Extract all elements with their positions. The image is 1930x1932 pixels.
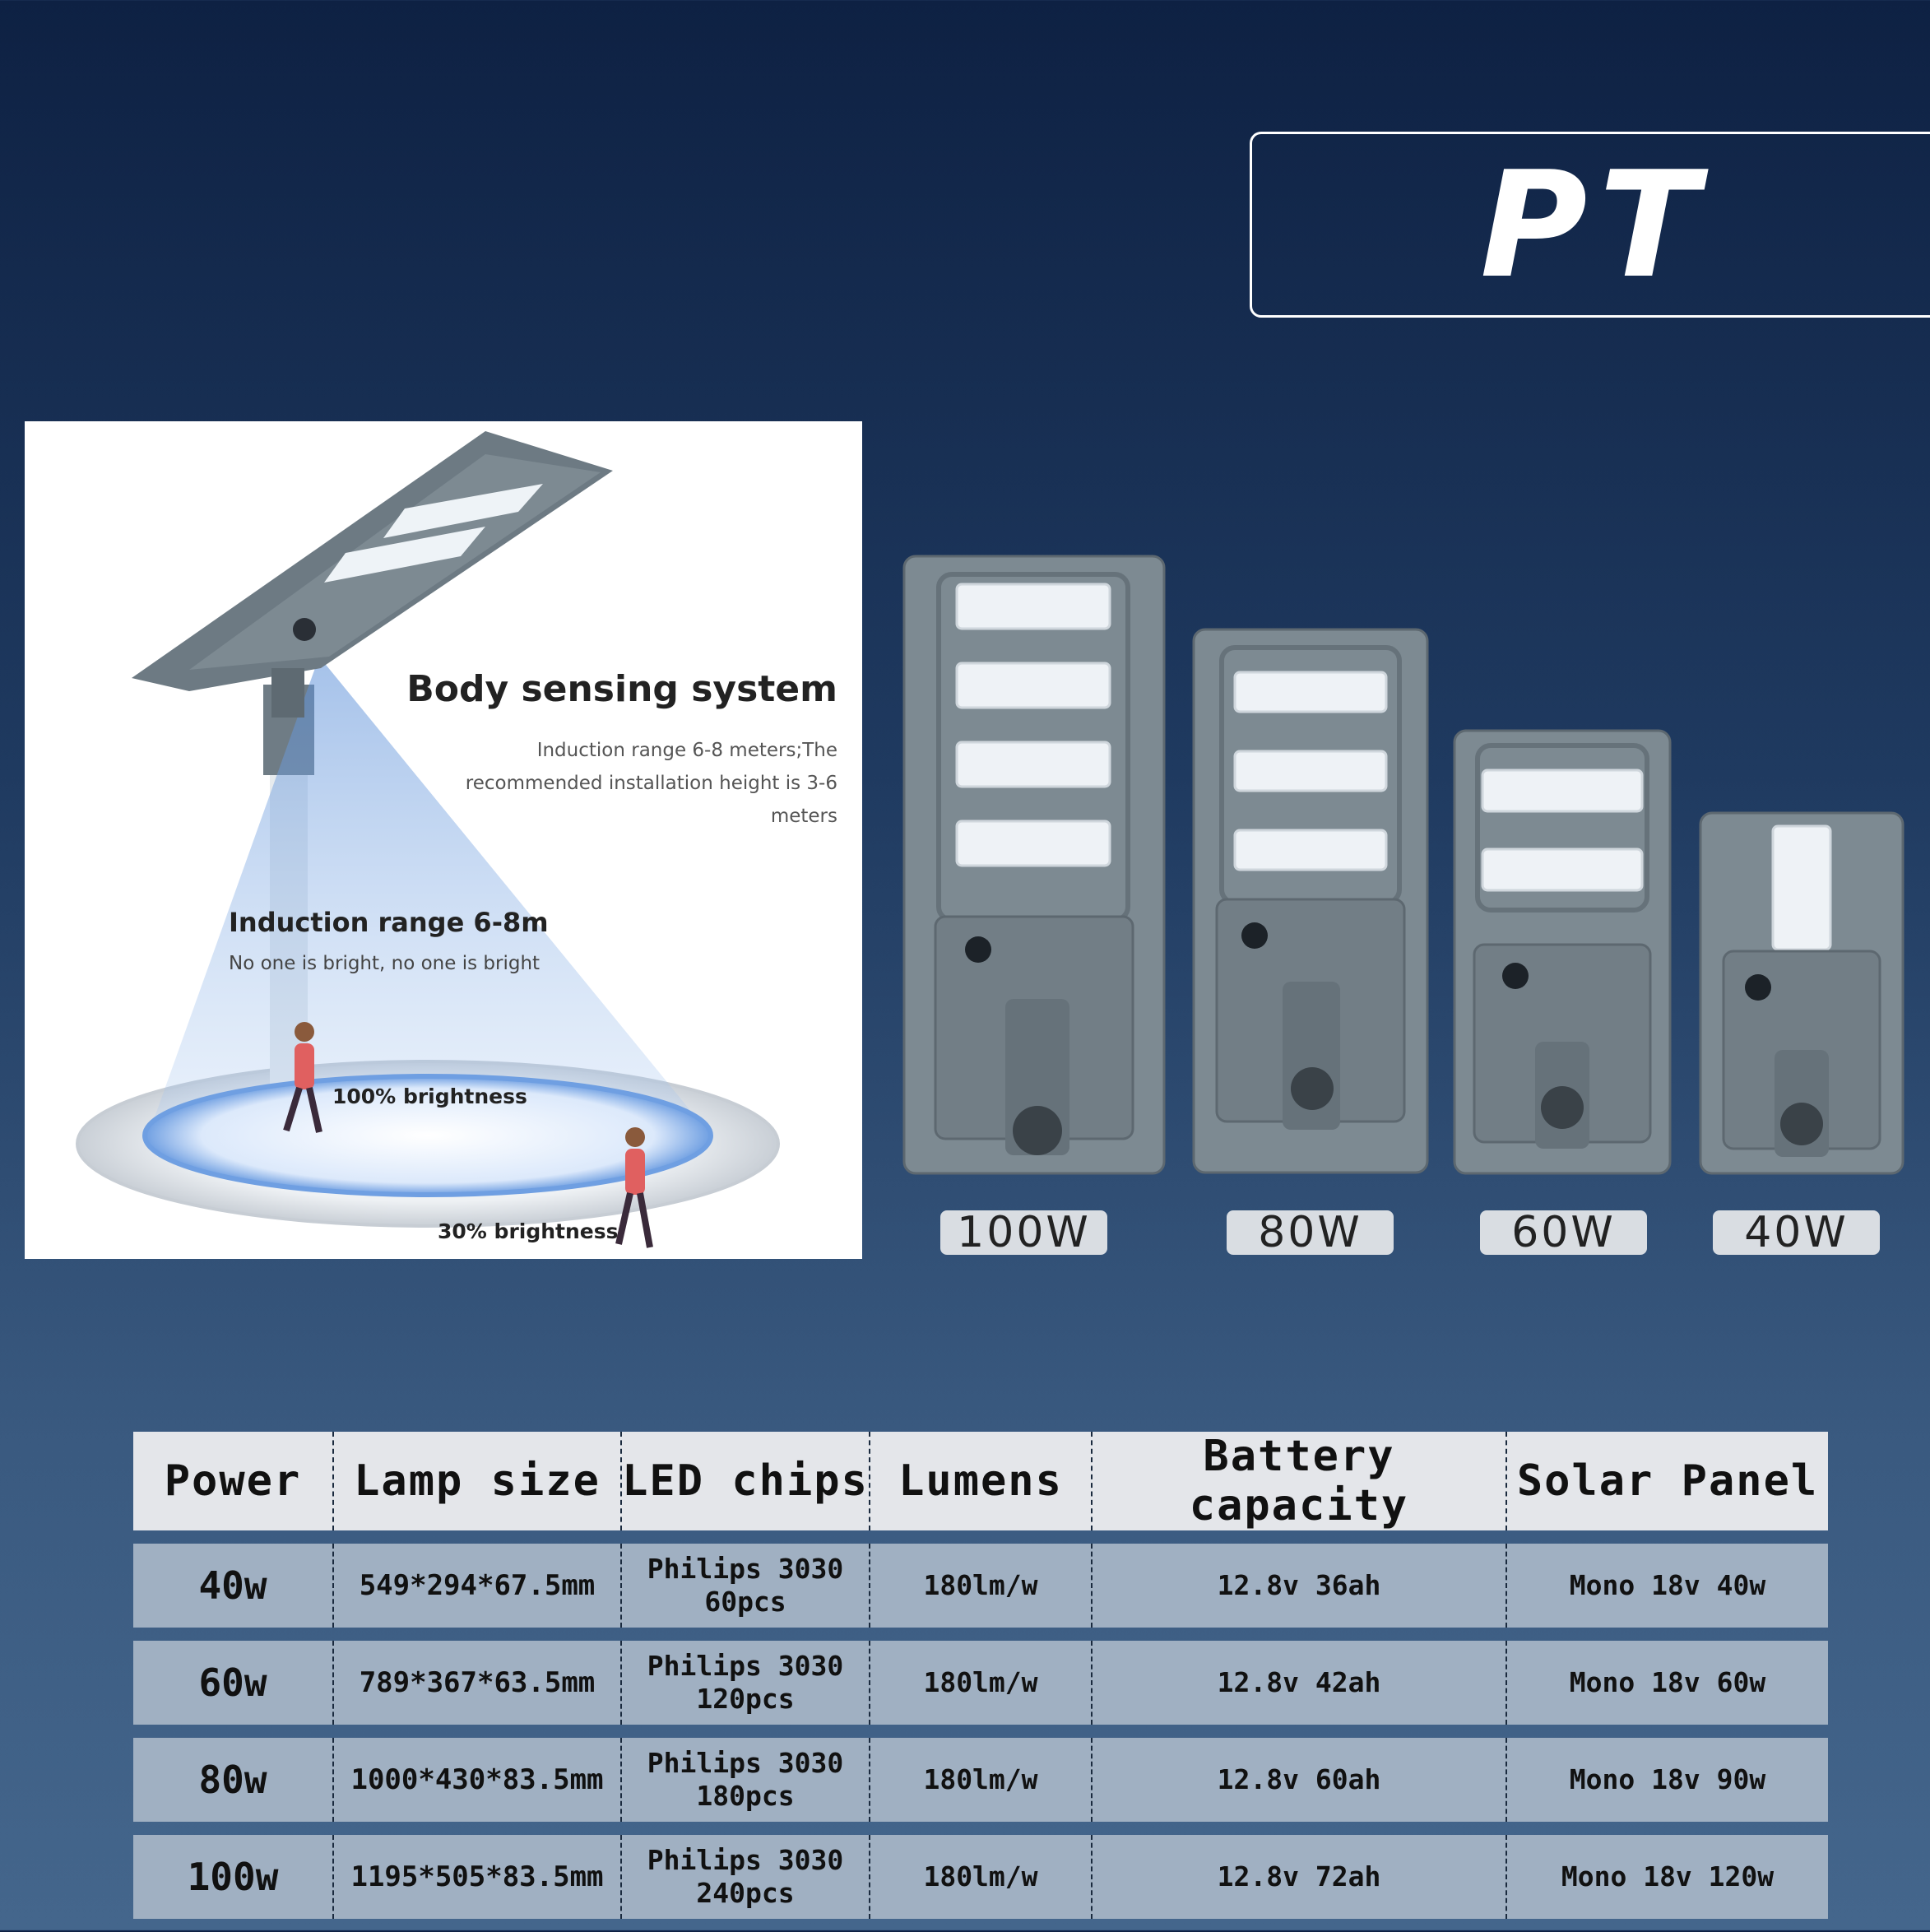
column-header-lamp-size: Lamp size xyxy=(332,1432,620,1530)
led-module xyxy=(1481,769,1644,813)
lamp-80w-image xyxy=(1192,628,1429,1174)
lamp-100w-label: 100W xyxy=(940,1210,1107,1255)
sensor-illustration-panel: Body sensing system Induction range 6-8 … xyxy=(25,421,862,1259)
brand-frame xyxy=(1250,132,1930,318)
column-header-led-chips: LED chips xyxy=(620,1432,869,1530)
battery-cell: 12.8v 60ah xyxy=(1091,1738,1505,1822)
spec-table: Power Lamp size LED chips Lumens Battery… xyxy=(133,1419,1828,1932)
column-header-solar-panel: Solar Panel xyxy=(1505,1432,1828,1530)
solar-panel-cell: Mono 18v 40w xyxy=(1505,1544,1828,1628)
sensor-description: Induction range 6-8 meters;The recommend… xyxy=(465,740,837,827)
table-row: 80w 1000*430*83.5mm Philips 3030 180pcs … xyxy=(133,1738,1828,1822)
induction-range-description: No one is bright, no one is bright xyxy=(229,953,540,974)
led-module xyxy=(955,741,1111,788)
brightness-30-label: 30% brightness xyxy=(438,1219,619,1243)
battery-cell: 12.8v 72ah xyxy=(1091,1835,1505,1919)
lumens-cell: 180lm/w xyxy=(869,1835,1091,1919)
street-light-illustration xyxy=(76,431,780,1248)
solar-panel-cell: Mono 18v 90w xyxy=(1505,1738,1828,1822)
lamp-100w-image xyxy=(902,555,1166,1175)
led-chips-cell: Philips 3030 240pcs xyxy=(620,1835,869,1919)
lamp-40w-image xyxy=(1699,811,1904,1175)
lamp-size-cell: 789*367*63.5mm xyxy=(332,1641,620,1725)
lamp-100w-graphic xyxy=(902,555,1166,1175)
person-icon xyxy=(283,1022,322,1133)
lumens-cell: 180lm/w xyxy=(869,1738,1091,1822)
lamp-60w-label: 60W xyxy=(1480,1210,1647,1255)
power-cell: 40w xyxy=(198,1563,267,1608)
column-header-lumens: Lumens xyxy=(869,1432,1091,1530)
lumens-cell: 180lm/w xyxy=(869,1544,1091,1628)
led-module xyxy=(1771,824,1832,951)
table-row: 40w 549*294*67.5mm Philips 3030 60pcs 18… xyxy=(133,1544,1828,1628)
lamp-80w-label: 80W xyxy=(1227,1210,1394,1255)
lamp-80w-graphic xyxy=(1192,628,1429,1174)
lumens-cell: 180lm/w xyxy=(869,1641,1091,1725)
battery-cell: 12.8v 36ah xyxy=(1091,1544,1505,1628)
solar-panel-cell: Mono 18v 60w xyxy=(1505,1641,1828,1725)
led-chips-cell: Philips 3030 180pcs xyxy=(620,1738,869,1822)
lamp-60w-image xyxy=(1453,729,1672,1175)
led-module xyxy=(1481,848,1644,892)
power-cell: 100w xyxy=(187,1855,279,1899)
battery-cell: 12.8v 42ah xyxy=(1091,1641,1505,1725)
power-cell: 80w xyxy=(198,1758,267,1802)
led-module xyxy=(1233,671,1388,713)
column-header-power: Power xyxy=(164,1456,302,1506)
lamp-size-cell: 1195*505*83.5mm xyxy=(332,1835,620,1919)
led-module xyxy=(955,662,1111,709)
led-module xyxy=(1233,750,1388,792)
lamp-size-cell: 1000*430*83.5mm xyxy=(332,1738,620,1822)
lamp-40w-graphic xyxy=(1699,811,1904,1175)
lamp-60w-graphic xyxy=(1453,729,1672,1175)
led-chips-cell: Philips 3030 120pcs xyxy=(620,1641,869,1725)
led-module xyxy=(955,820,1111,867)
lamp-40w-label: 40W xyxy=(1713,1210,1880,1255)
led-module xyxy=(955,583,1111,630)
lamp-size-cell: 549*294*67.5mm xyxy=(332,1544,620,1628)
table-row: 60w 789*367*63.5mm Philips 3030 120pcs 1… xyxy=(133,1641,1828,1725)
person-icon xyxy=(615,1127,653,1248)
led-chips-cell: Philips 3030 60pcs xyxy=(620,1544,869,1628)
sensor-title: Body sensing system xyxy=(406,668,837,710)
column-header-battery-capacity: Battery capacity xyxy=(1091,1432,1505,1530)
brand-logo: PT xyxy=(1480,139,1710,310)
led-module xyxy=(1233,829,1388,871)
induction-range-title: Induction range 6-8m xyxy=(229,907,549,938)
solar-panel-cell: Mono 18v 120w xyxy=(1505,1835,1828,1919)
table-row: 100w 1195*505*83.5mm Philips 3030 240pcs… xyxy=(133,1835,1828,1919)
power-cell: 60w xyxy=(198,1660,267,1705)
table-header-row: Power Lamp size LED chips Lumens Battery… xyxy=(133,1432,1828,1530)
brightness-100-label: 100% brightness xyxy=(332,1084,527,1108)
